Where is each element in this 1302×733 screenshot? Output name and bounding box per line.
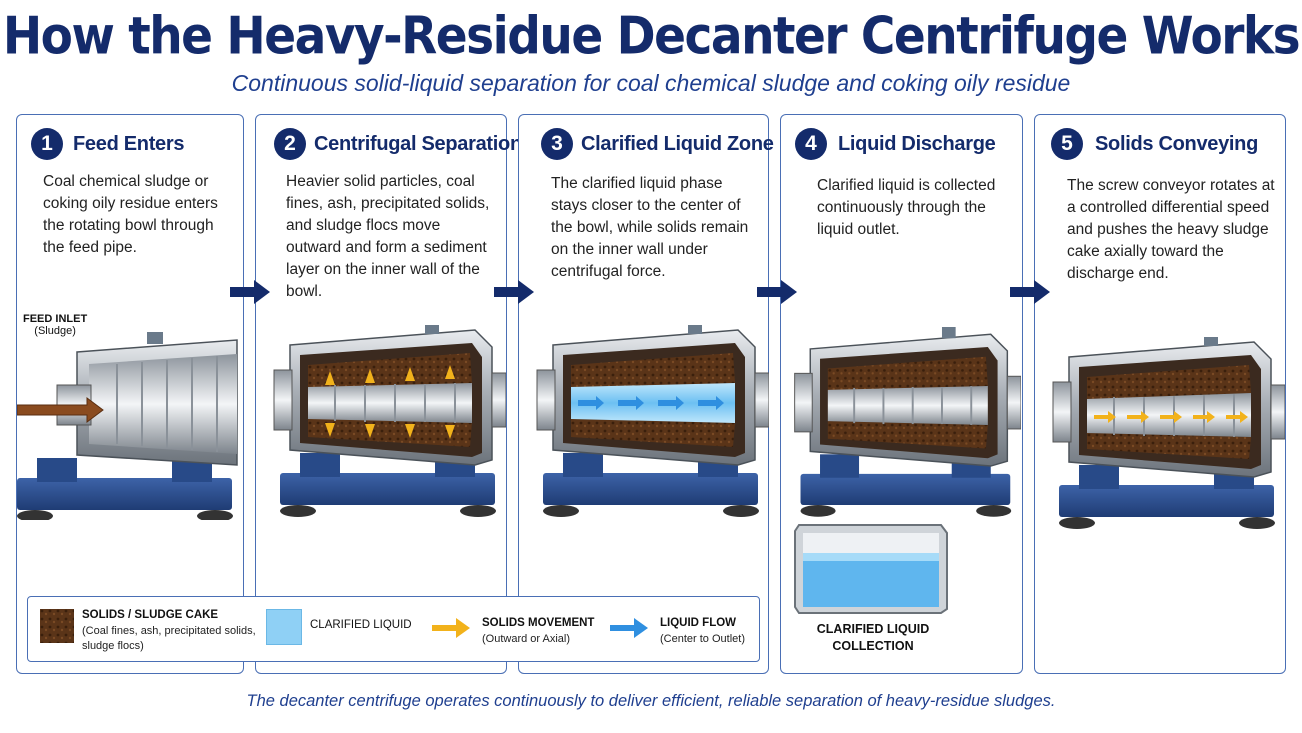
centrifuge-discharge-illustration: [793, 327, 1021, 517]
step-description: Clarified liquid is collected continuous…: [817, 177, 996, 238]
step-title: Liquid Discharge: [838, 133, 996, 155]
centrifuge-conveying-illustration: [1052, 337, 1285, 529]
step-panel-4: 4 Liquid Discharge Clarified liquid is c…: [780, 114, 1023, 674]
step-panel-1: 1 Feed Enters Coal chemical sludge or co…: [16, 114, 244, 674]
step-title: Centrifugal Separation: [314, 133, 522, 155]
feed-inlet-title: FEED INLET: [23, 313, 88, 325]
legend-solids-title: SOLIDS / SLUDGE CAKE: [82, 609, 219, 621]
liquid-flow-arrow-icon: [610, 618, 648, 638]
legend-liquid-flow-title: LIQUID FLOW: [660, 617, 737, 629]
centrifuge-separation-illustration: [273, 325, 506, 517]
step-description: The screw conveyor rotates at a controll…: [1067, 177, 1275, 282]
step-number: 3: [541, 128, 573, 160]
step-title: Solids Conveying: [1095, 133, 1259, 155]
feed-inlet-sub: (Sludge): [34, 325, 76, 337]
legend-liquid-flow-sub: (Center to Outlet): [660, 633, 745, 645]
legend-solids-line1: (Coal fines, ash, precipitated solids,: [82, 625, 256, 637]
footer-note: The decanter centrifuge operates continu…: [246, 692, 1056, 710]
feed-inlet-label: FEED INLET (Sludge): [23, 313, 87, 337]
step-title: Feed Enters: [73, 133, 185, 155]
legend-solids-movement-sub: (Outward or Axial): [482, 633, 571, 645]
step-panel-3: 3 Clarified Liquid Zone The clarified li…: [518, 114, 774, 674]
collection-label: CLARIFIED LIQUID COLLECTION: [789, 621, 957, 655]
legend-liquid-title: CLARIFIED LIQUID: [310, 619, 412, 631]
page-title: How the Heavy-Residue Decanter Centrifug…: [2, 6, 1301, 67]
collection-label-line2: COLLECTION: [832, 639, 914, 653]
step-panel-2: 2 Centrifugal Separation Heavier solid p…: [255, 114, 522, 674]
solids-movement-arrow-icon: [432, 618, 470, 638]
step-number: 2: [274, 128, 306, 160]
step-panel-5: 5 Solids Conveying The screw conveyor ro…: [1034, 114, 1286, 674]
step-number: 4: [795, 128, 827, 160]
step-number: 1: [31, 128, 63, 160]
centrifuge-feed-illustration: [17, 332, 238, 520]
next-step-arrow-icon: [494, 280, 534, 304]
liquid-swatch-icon: [266, 609, 302, 645]
liquid-flow-arrows: [578, 396, 724, 410]
sludge-swatch-icon: [40, 609, 74, 643]
step-number: 5: [1051, 128, 1083, 160]
step-description: Coal chemical sludge or coking oily resi…: [43, 173, 218, 256]
step-title: Clarified Liquid Zone: [581, 133, 774, 155]
collection-label-line1: CLARIFIED LIQUID: [816, 622, 930, 636]
step-description: The clarified liquid phase stays closer …: [551, 175, 749, 280]
legend-solids-line2: sludge flocs): [82, 640, 144, 652]
collection-tank-icon: [794, 524, 948, 614]
step-description: Heavier solid particles, coal fines, ash…: [286, 173, 490, 300]
axial-solids-arrows: [1094, 411, 1248, 423]
legend: SOLIDS / SLUDGE CAKE (Coal fines, ash, p…: [27, 596, 760, 662]
next-step-arrow-icon: [230, 280, 270, 304]
feed-arrow-icon: [17, 397, 104, 423]
page-subtitle: Continuous solid-liquid separation for c…: [231, 70, 1071, 96]
legend-solids-movement-title: SOLIDS MOVEMENT: [482, 617, 595, 629]
centrifuge-clarified-zone-illustration: [536, 325, 769, 517]
next-step-arrow-icon: [757, 280, 797, 304]
solids-movement-arrows: [325, 365, 455, 439]
next-step-arrow-icon: [1010, 280, 1050, 304]
